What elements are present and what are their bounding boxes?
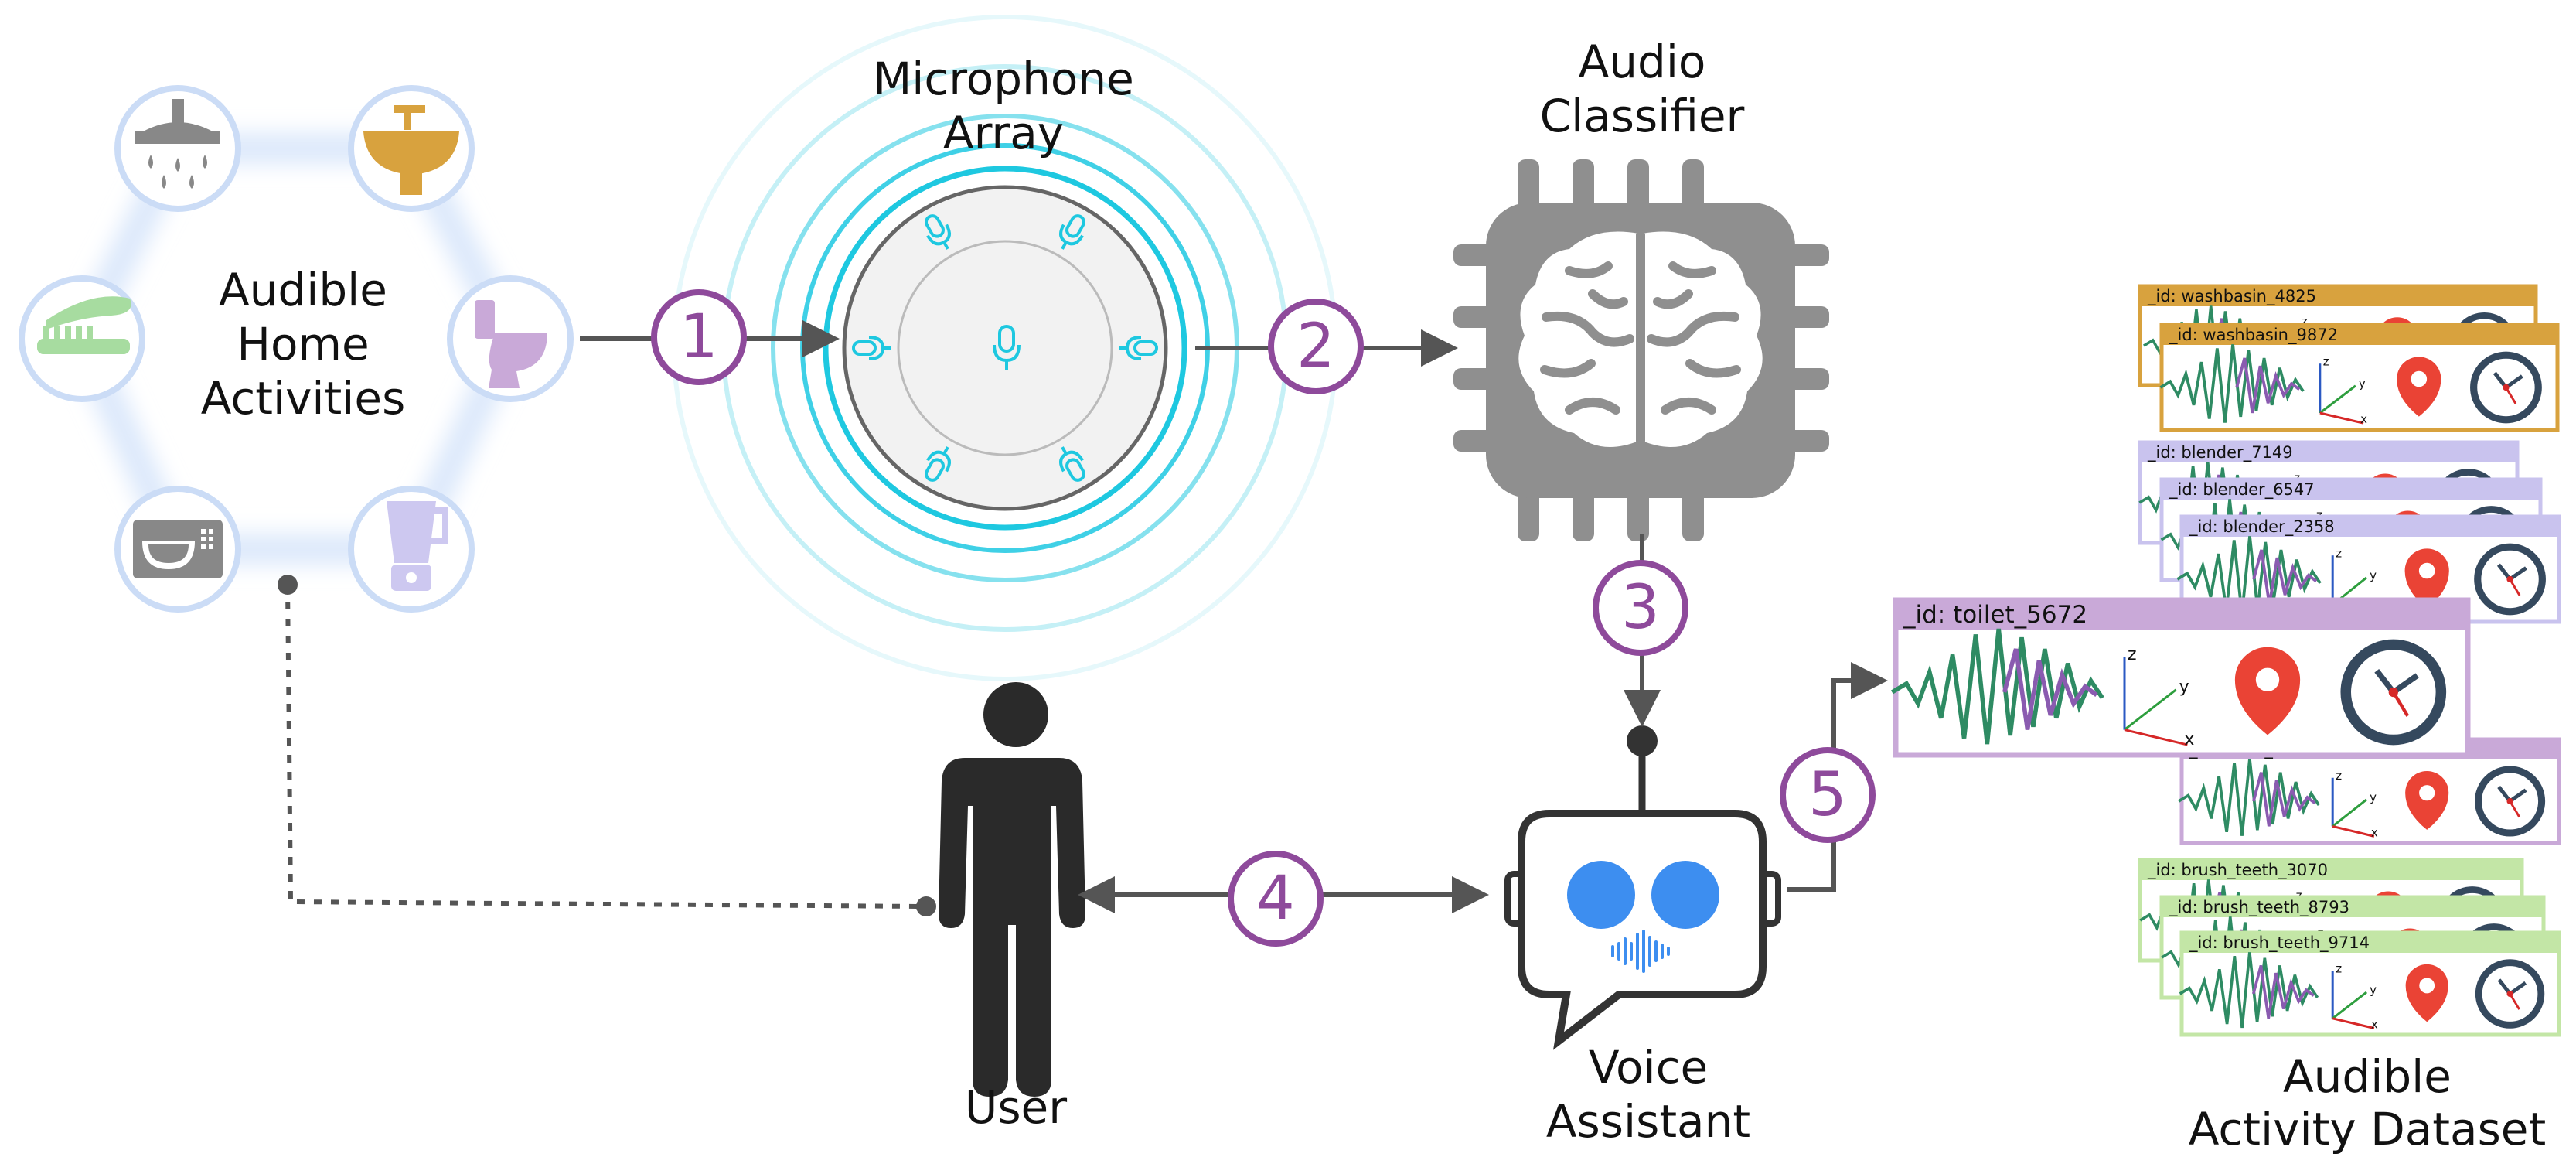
svg-text:x: x [2184,730,2194,749]
record-id-label: _id: brush_teeth_3070 [2147,861,2328,880]
microphone-label-line2: Array [943,107,1064,159]
svg-text:1: 1 [680,302,718,372]
step-badge-5: 5 [1780,747,1876,843]
robot-eye-left [1567,861,1635,929]
mic-icon [925,214,951,250]
location-pin-icon [2234,647,2301,735]
brain-icon [1518,230,1763,447]
xyz-axes-icon: z y x [2319,354,2367,426]
svg-text:z: z [2336,961,2342,975]
svg-text:x: x [2371,825,2378,839]
svg-text:x: x [2360,412,2367,426]
activities-label-line3: Activities [201,372,406,425]
svg-text:y: y [2370,568,2377,582]
mic-icon [1119,336,1158,360]
svg-text:x: x [2371,1018,2378,1032]
svg-text:z: z [2302,314,2308,328]
svg-text:z: z [2128,645,2137,664]
blender-icon [348,486,475,613]
mic-icon [852,336,891,360]
xyz-axes-icon: z y x [2123,645,2194,749]
record-id-label: _id: brush_teeth_9714 [2189,933,2370,953]
dotted-line-end-dot [916,896,936,916]
waveform-icon [2177,757,2321,838]
svg-text:4: 4 [1256,864,1295,933]
location-pin-icon [2405,964,2448,1022]
record-id-label: _id: toilet_5672 [1903,601,2087,629]
microphone-label-line1: Microphone [873,53,1134,105]
classifier-label-line2: Classifier [1540,90,1745,142]
waveform-icon [2159,343,2305,425]
center-mic-icon [993,325,1021,370]
classifier-label-line1: Audio [1579,36,1706,88]
assistant-label-line1: Voice [1589,1041,1708,1094]
voice-wave-icon [1611,930,1670,973]
activity-dataset: _id: washbasin_4825zyx_id: washbasin_987… [1892,284,2561,1037]
robot-head [1518,810,1767,1050]
xyz-axes-icon: z y x [2331,769,2378,839]
svg-text:y: y [2179,677,2189,697]
step-badge-4: 4 [1228,851,1324,947]
xyz-axes-icon: z y x [2331,961,2378,1032]
svg-text:z: z [2323,354,2329,368]
toilet-icon [447,275,574,402]
robot-eye-right [1651,861,1719,929]
waveform-icon [2178,950,2319,1029]
shower-icon [114,85,241,212]
record-id-label: _id: brush_teeth_8793 [2169,898,2349,917]
location-pin-icon [2404,548,2449,609]
svg-text:2: 2 [1297,312,1335,381]
toothbrush-icon [19,275,145,402]
mic-icon [1059,214,1085,250]
step-badge-1: 1 [651,289,747,385]
clock-icon [2475,766,2546,837]
svg-text:5: 5 [1808,760,1847,830]
antenna-ball [1627,725,1658,756]
mic-icon [925,446,951,482]
mic-icon [1059,446,1085,482]
user-figure-icon [939,682,1085,1097]
clock-icon [2470,351,2542,424]
dataset-label-line1: Audible [2283,1050,2452,1103]
svg-text:y: y [2370,983,2377,997]
svg-text:z: z [2336,769,2342,783]
assistant-label-line2: Assistant [1546,1095,1750,1148]
waveform-icon [2176,534,2322,616]
record-card-blender: _id: blender_2358zyx [2176,514,2561,624]
step-badge-2: 2 [1268,299,1364,394]
audio-classifier-group: Audio Classifier [1453,36,1829,541]
voice-assistant-group: Voice Assistant [1504,725,1781,1148]
record-id-label: _id: washbasin_4825 [2147,287,2316,306]
user-label: User [965,1081,1067,1134]
svg-text:y: y [2359,377,2366,391]
dataset-label-line2: Activity Dataset [2189,1103,2546,1155]
record-id-label: _id: blender_2358 [2189,517,2335,537]
svg-text:z: z [2336,546,2342,560]
clock-icon [2475,959,2545,1029]
step-badge-3: 3 [1593,560,1688,656]
svg-text:3: 3 [1621,573,1660,643]
dotted-observation-line [285,584,924,909]
washbasin-icon [348,85,475,212]
mic-array-disc [842,185,1168,511]
activities-label-line1: Audible [219,264,387,316]
record-id-label: _id: blender_6547 [2169,480,2315,500]
record-id-label: _id: blender_7149 [2147,443,2293,462]
svg-text:y: y [2370,790,2377,804]
dotted-line-start-dot [278,575,298,595]
location-pin-icon [2405,771,2449,830]
location-pin-icon [2397,357,2441,417]
clock-icon [2474,543,2546,616]
clock-icon [2340,639,2447,746]
waveform-icon [1892,629,2102,744]
microwave-icon [114,486,241,613]
home-activities-group: Audible Home Activities [19,85,574,613]
activities-label-line2: Home [237,318,369,370]
record-id-label: _id: washbasin_9872 [2169,326,2338,345]
